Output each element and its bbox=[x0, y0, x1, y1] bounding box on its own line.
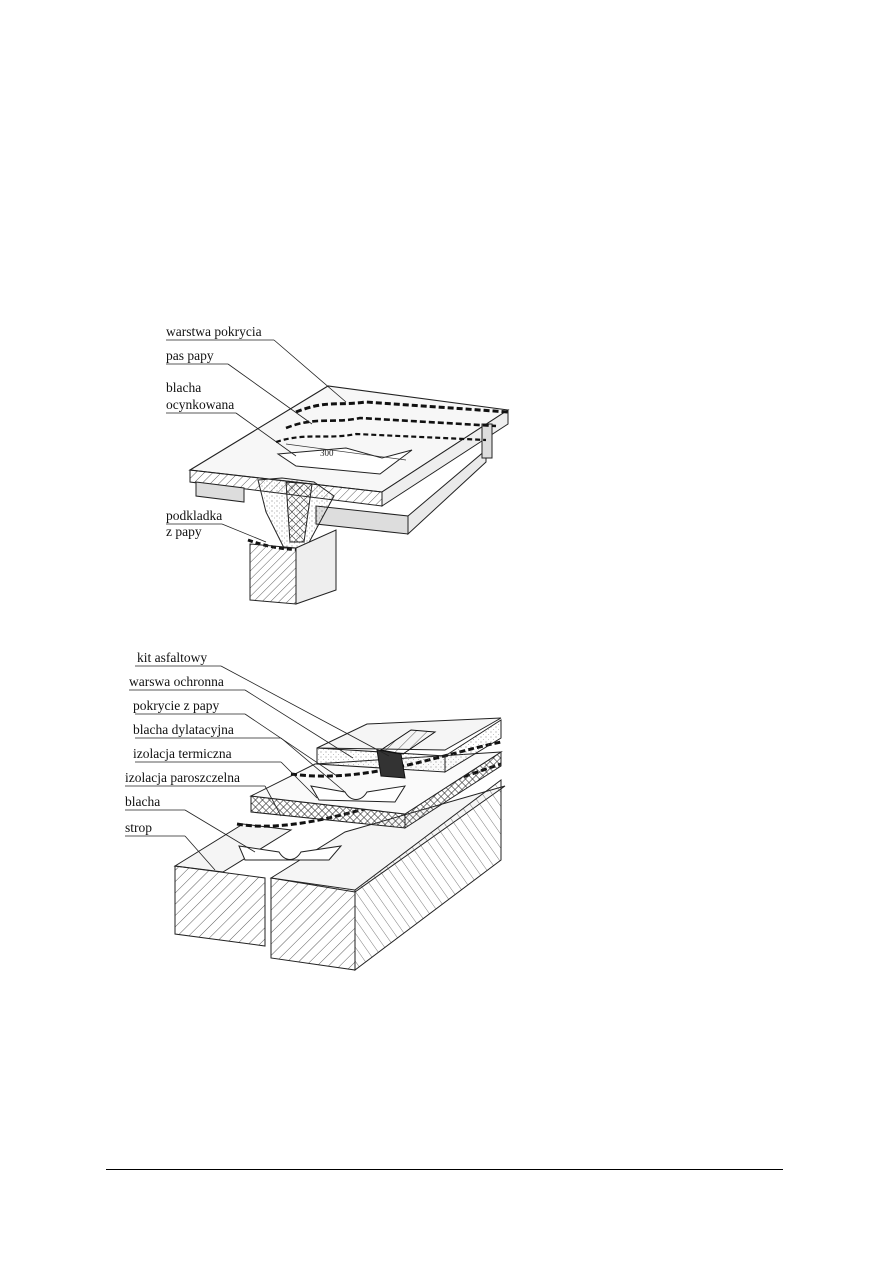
expansion-sheet bbox=[310, 785, 407, 803]
expansion-joint-drawing-bottom: kit asfaltowy warswa ochronna pokrycie z… bbox=[125, 650, 506, 972]
support-beam-right bbox=[315, 505, 409, 535]
label-podkladka: podkladka bbox=[166, 508, 222, 523]
label-kit-asfaltowy: kit asfaltowy bbox=[137, 650, 207, 665]
label-blacha-dylatacyjna: blacha dylatacyjna bbox=[133, 722, 234, 737]
label-warstwa-pokrycia: warstwa pokrycia bbox=[166, 324, 262, 339]
label-strop: strop bbox=[125, 820, 152, 835]
dimension-300: 300 bbox=[320, 448, 334, 458]
label-blacha: blacha bbox=[166, 380, 201, 395]
joint-insulation bbox=[285, 481, 313, 543]
label-ocynkowana: ocynkowana bbox=[166, 397, 234, 412]
galvanized-sheet bbox=[276, 447, 413, 475]
floor-slab-left-front bbox=[174, 865, 266, 947]
expansion-joint-figure-bottom: kit asfaltowy warswa ochronna pokrycie z… bbox=[105, 646, 509, 983]
label-izolacja-termiczna: izolacja termiczna bbox=[133, 746, 232, 761]
roof-covering-layer bbox=[295, 400, 509, 414]
label-z-papy: z papy bbox=[166, 524, 202, 539]
label-pokrycie-z-papy: pokrycie z papy bbox=[133, 698, 219, 713]
footer-rule bbox=[106, 1169, 783, 1170]
asphalt-mastic bbox=[376, 749, 406, 779]
label-pas-papy: pas papy bbox=[166, 348, 214, 363]
label-blacha-bottom: blacha bbox=[125, 794, 160, 809]
slab-side-edge bbox=[381, 409, 509, 507]
floor-slab-right-side bbox=[354, 778, 502, 972]
expansion-joint-drawing-top: 300 warstwa pokrycia pas papy blacha ocy… bbox=[166, 324, 510, 605]
expansion-joint-figure-top: 300 warstwa pokrycia pas papy blacha ocy… bbox=[136, 320, 512, 612]
felt-strip-layer bbox=[285, 416, 497, 430]
floor-slab-right-front bbox=[270, 877, 356, 971]
metal-sheet bbox=[238, 845, 343, 861]
label-warstwa-ochronna: warswa ochronna bbox=[129, 674, 224, 689]
lower-support bbox=[249, 543, 297, 605]
floor-slab-left-top bbox=[173, 823, 293, 873]
label-izolacja-paroszczelna: izolacja paroszczelna bbox=[125, 770, 240, 785]
